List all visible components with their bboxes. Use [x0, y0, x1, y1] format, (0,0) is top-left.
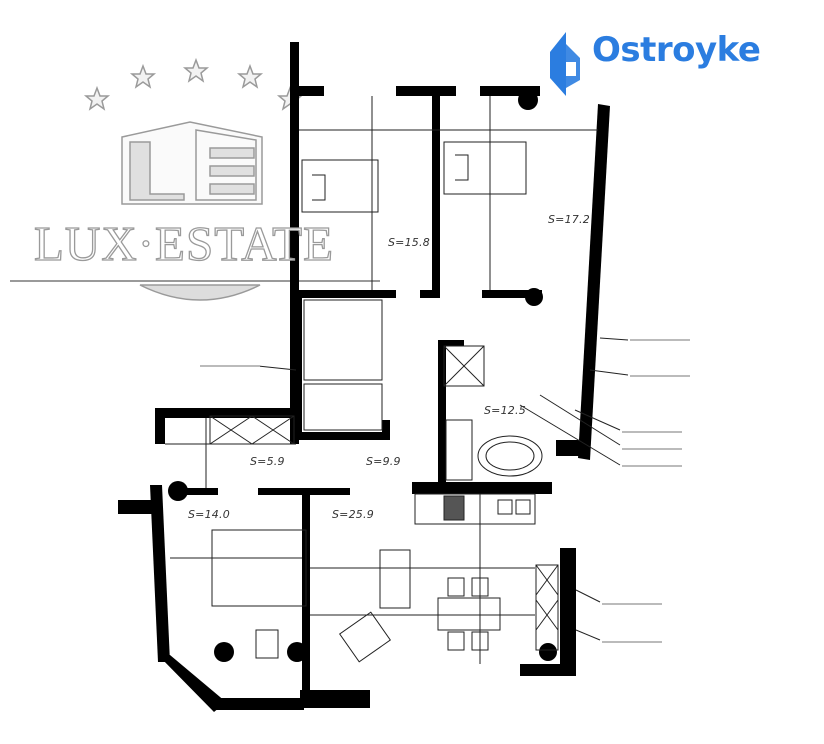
room-label-bedroom-2: S=17.2 [548, 213, 590, 226]
annotation-note: annotation-1 [630, 336, 690, 341]
room-label-bedroom-1: S=15.8 [388, 236, 430, 249]
room-label-bedroom-3: S=14.0 [188, 508, 230, 521]
star-icon [236, 63, 264, 89]
room-label-bathroom: S=12.5 [484, 404, 526, 417]
annotation-note: annotation-7 [602, 638, 662, 643]
annotation-note: annotation-5 [622, 462, 682, 467]
ostroyke-logo: Ostroyke [546, 30, 761, 70]
armchair-icon [338, 611, 392, 663]
lux-estate-logo-text: LUX·ESTATE [33, 215, 335, 271]
dining-table-icon [437, 597, 501, 631]
annotation-note: annotation-6 [602, 600, 662, 605]
room-label-hall: S=5.9 [250, 455, 285, 468]
le-monogram-icon [121, 121, 263, 205]
room-label-corridor: S=9.9 [366, 455, 401, 468]
walls [118, 42, 610, 712]
ostroyke-logo-icon [550, 32, 580, 96]
annotation-note: annotation-3 [622, 428, 682, 433]
annotation-note: annotation-2 [630, 372, 690, 377]
star-icon [182, 57, 210, 83]
star-icon [129, 63, 157, 89]
bed-icon [211, 529, 307, 607]
annotation-note: annotation-4 [622, 445, 682, 450]
bed-icon [301, 159, 379, 213]
ostroyke-logo-text: Ostroyke [592, 30, 761, 70]
bathtub-icon [477, 435, 543, 477]
star-icon [83, 85, 111, 111]
room-label-living-kitchen: S=25.9 [332, 508, 374, 521]
sofa-icon [379, 549, 411, 609]
furniture-and-dimensions [165, 96, 629, 664]
lux-estate-logo [10, 57, 380, 301]
bed-icon [443, 141, 527, 195]
annotation-note: annotation-8 [200, 362, 260, 367]
